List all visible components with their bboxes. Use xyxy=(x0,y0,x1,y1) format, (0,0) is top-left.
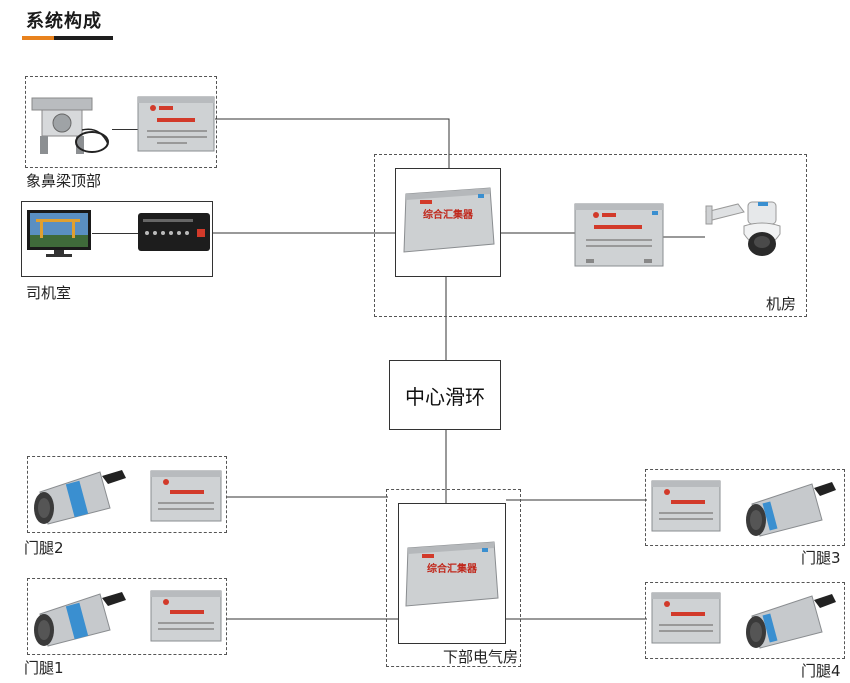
center-slip-ring: 中心滑环 xyxy=(389,360,501,430)
label-machine-room: 机房 xyxy=(766,295,797,313)
dome-camera xyxy=(705,201,781,256)
pulley-sensor-device xyxy=(31,97,109,154)
collector-box-top xyxy=(137,96,215,152)
aggregator-box-top xyxy=(403,187,495,253)
aggregator-label-lower: 综合汇集器 xyxy=(427,564,477,575)
video-recorder xyxy=(138,213,210,251)
group-leg2 xyxy=(27,456,227,533)
label-lower-room: 下部电气房 xyxy=(443,648,519,666)
label-top-beam: 象鼻梁顶部 xyxy=(26,172,102,190)
title-underline xyxy=(22,36,113,40)
group-leg4 xyxy=(645,582,845,659)
group-lower-room xyxy=(386,489,521,667)
bullet-camera-leg2 xyxy=(34,470,126,525)
page-title: 系统构成 xyxy=(26,11,102,32)
title-underline-accent xyxy=(22,36,54,40)
label-leg1: 门腿1 xyxy=(24,659,64,677)
label-leg2: 门腿2 xyxy=(24,539,64,557)
aggregator-label-top: 综合汇集器 xyxy=(423,210,473,221)
collector-box-leg1 xyxy=(150,590,222,642)
label-driver-room: 司机室 xyxy=(26,284,72,302)
collector-box-leg2 xyxy=(150,470,222,522)
bullet-camera-leg3 xyxy=(746,482,836,537)
collector-box-leg3 xyxy=(651,480,721,532)
group-machine-room xyxy=(374,154,807,317)
monitor-display xyxy=(27,210,91,257)
label-leg3: 门腿3 xyxy=(801,549,841,567)
center-ring-label: 中心滑环 xyxy=(405,384,485,409)
bullet-camera-leg1 xyxy=(34,592,126,647)
aggregator-box-lower xyxy=(405,541,499,607)
group-top-beam xyxy=(25,76,217,168)
bullet-camera-leg4 xyxy=(746,594,836,649)
group-leg3 xyxy=(645,469,845,546)
collector-box-leg4 xyxy=(651,592,721,644)
line-topbeam-aggregator xyxy=(215,118,450,168)
collector-box-machine xyxy=(574,203,664,267)
group-leg1 xyxy=(27,578,227,655)
label-leg4: 门腿4 xyxy=(801,662,841,680)
